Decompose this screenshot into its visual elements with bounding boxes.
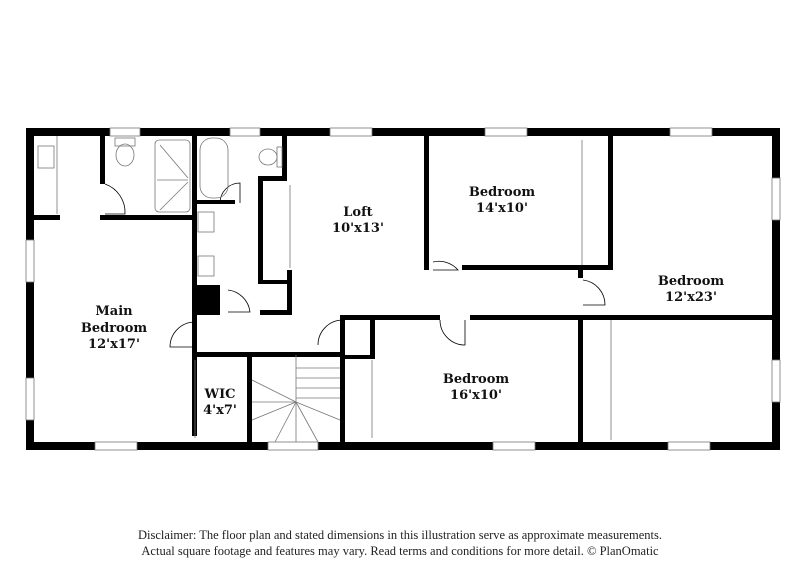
- sink-icon: [37, 145, 55, 169]
- room-bedroom-2-name: Bedroom: [469, 185, 536, 200]
- toilet-icon: [115, 143, 135, 167]
- windows: [25, 127, 781, 451]
- room-main-bedroom-name2: Bedroom: [81, 321, 148, 336]
- room-bedroom-3-name: Bedroom: [443, 372, 510, 387]
- disclaimer-line-1: Disclaimer: The floor plan and stated di…: [138, 528, 662, 542]
- disclaimer-line-2: Actual square footage and features may v…: [141, 544, 659, 558]
- sink-icon: [197, 211, 215, 233]
- room-wic-name: WIC: [203, 387, 235, 402]
- fixtures: [37, 137, 283, 277]
- room-bedroom-4-name: Bedroom: [658, 274, 725, 289]
- room-main-bedroom-name1: Main: [95, 304, 133, 319]
- room-labels: Main Bedroom 12'x17' WIC 4'x7' Loft 10'x…: [81, 185, 725, 418]
- room-bedroom-2-dims: 14'x10': [476, 201, 528, 216]
- room-bedroom-3-dims: 16'x10': [450, 388, 502, 403]
- toilet-icon: [258, 148, 278, 166]
- room-wic-dims: 4'x7': [203, 403, 237, 418]
- room-loft-name: Loft: [343, 205, 372, 220]
- exterior-walls: [26, 128, 780, 450]
- room-loft-dims: 10'x13': [332, 221, 384, 236]
- room-bedroom-4-dims: 12'x23': [665, 290, 717, 305]
- stairs-icon: [251, 355, 341, 443]
- room-main-bedroom-dims: 12'x17': [88, 337, 140, 352]
- shower-icon: [154, 139, 191, 213]
- closet-doors: [56, 136, 612, 440]
- sink-icon: [197, 255, 215, 277]
- door-swings: [104, 182, 606, 348]
- interior-walls: [34, 136, 780, 442]
- bathtub-icon: [199, 137, 229, 199]
